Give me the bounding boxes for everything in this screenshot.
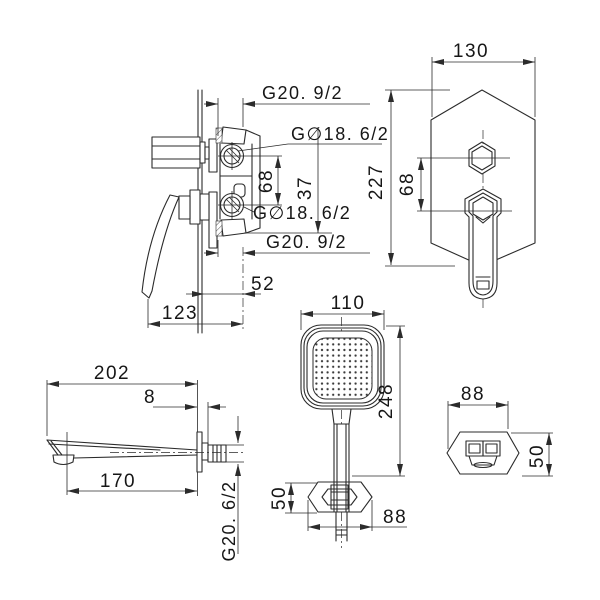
dim-width-130: 130 — [431, 41, 536, 117]
dim-height-227: 227 — [366, 89, 455, 267]
spout-flange-label: 8 — [144, 387, 156, 408]
dim-port-top: G∅18. 6/2 — [237, 124, 389, 152]
dim-total-depth-123: 123 — [147, 299, 243, 328]
dim-bracket2-width-88: 88 — [447, 384, 509, 449]
clamp-collar — [330, 484, 349, 510]
flange-collar — [201, 442, 209, 461]
valve-port-top-label: G∅18. 6/2 — [291, 124, 389, 144]
dim-length-248: 248 — [352, 325, 405, 477]
dim-bracket-height-50: 50 — [269, 482, 317, 514]
hand-shower-view: 110 248 50 88 — [269, 293, 407, 548]
valve-thread-bottom-label: G20. 9/2 — [266, 232, 347, 252]
wall-sleeve-bottom — [215, 220, 223, 237]
dim-total-202: 202 — [46, 363, 198, 496]
dim-spacing-68-front: 68 — [397, 158, 424, 211]
shower-bracket-height-label: 50 — [269, 486, 290, 510]
valve-offset-label: 37 — [295, 176, 316, 200]
valve-port-bottom-label: G∅18. 6/2 — [253, 203, 351, 223]
bracket-hex-front — [446, 431, 520, 475]
shower-head — [300, 324, 385, 410]
trim-plate-top — [208, 138, 218, 173]
spout-reach-label: 170 — [100, 471, 136, 492]
dim-head-width-110: 110 — [300, 293, 385, 330]
valve-total-depth-label: 123 — [162, 303, 198, 324]
dim-bracket-width-88: 88 — [307, 500, 407, 531]
clamp-nut — [321, 488, 358, 506]
spout-thread-label: G20. 6/2 — [219, 480, 239, 561]
spout-body — [46, 431, 227, 473]
shower-width-label: 110 — [331, 293, 366, 314]
lever-handle-front — [464, 188, 502, 300]
dim-offset-37: 37 — [244, 127, 332, 234]
aerator — [52, 454, 75, 466]
inlet-stub-top — [220, 126, 247, 145]
plate-height-label: 227 — [366, 164, 387, 200]
handle-hex-base — [472, 196, 494, 221]
bracket-width-label: 88 — [461, 384, 485, 405]
inlet-stub-bottom — [220, 218, 247, 237]
lever-handle-side — [141, 189, 210, 299]
trim-plate-bottom — [208, 191, 218, 249]
plate-width-label: 130 — [453, 41, 489, 62]
wall-sleeve-top — [215, 127, 223, 144]
dim-flange-8: 8 — [144, 387, 226, 443]
dim-port-bottom: G∅18. 6/2 — [243, 203, 351, 223]
dim-bracket2-height-50: 50 — [511, 432, 553, 477]
dim-thread-bottom: G20. 9/2 — [204, 232, 370, 257]
spray-face — [312, 337, 373, 400]
valve-spacing-side-label: 68 — [256, 169, 277, 193]
bracket-clamp — [465, 440, 501, 469]
shower-bracket-width-label: 88 — [383, 507, 407, 528]
shower-length-label: 248 — [376, 383, 397, 419]
wall-bracket-view: 88 50 — [446, 384, 553, 477]
shower-handle — [331, 408, 352, 513]
bracket-height-label: 50 — [527, 444, 548, 468]
spout-view: 202 8 170 G20. 6/2 — [46, 363, 244, 562]
dim-spacing-68-side: 68 — [246, 155, 282, 206]
shower-bracket — [307, 481, 373, 513]
dim-depth-52: 52 — [186, 274, 275, 297]
valve-side-view: G20. 9/2 G∅18. 6/2 37 68 G∅18. 6/2 G20. … — [141, 83, 389, 334]
dim-reach-170: 170 — [66, 432, 197, 495]
dim-spout-thread: G20. 6/2 — [212, 416, 244, 562]
port-top — [218, 142, 246, 170]
wall-flange — [196, 431, 203, 473]
valve-thread-top-label: G20. 9/2 — [262, 83, 343, 103]
spout-total-label: 202 — [94, 363, 130, 384]
plate-spacing-label: 68 — [397, 172, 418, 196]
valve-depth-label: 52 — [251, 274, 275, 295]
spout-tip — [46, 439, 63, 456]
valve-front-view: 130 227 68 — [366, 41, 536, 310]
diverter-knob — [151, 136, 210, 169]
port-bottom — [218, 191, 246, 219]
lever-blade — [141, 194, 180, 299]
bracket-hex — [307, 481, 373, 513]
dim-thread-top: G20. 9/2 — [204, 83, 370, 136]
